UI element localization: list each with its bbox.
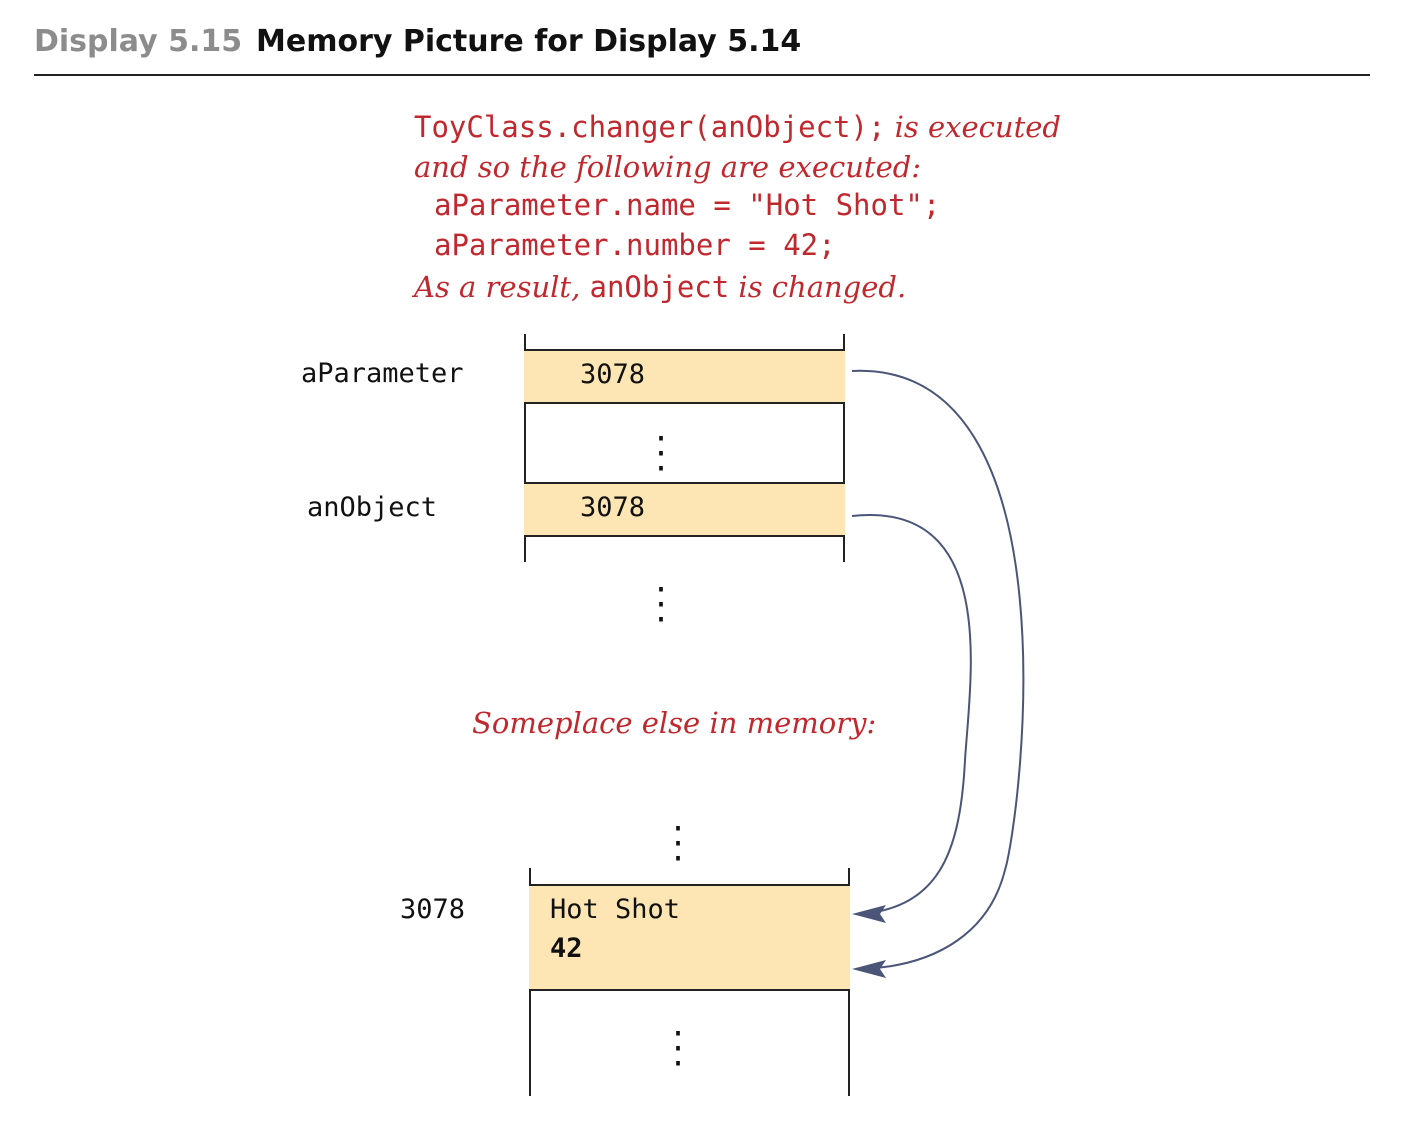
- caption-assign-number-code: aParameter.number = 42;: [434, 228, 836, 262]
- caption-changed-text: is changed.: [729, 270, 907, 304]
- anobject-value: 3078: [580, 492, 646, 523]
- aparameter-reference-arrow: [851, 369, 1025, 970]
- caption-line-2: and so the following are executed:: [414, 150, 922, 184]
- display-header: Display 5.15 Memory Picture for Display …: [34, 22, 1370, 76]
- arrowhead-icon: [852, 905, 886, 923]
- object-number-value: 42: [550, 933, 583, 964]
- aparameter-cell: 3078: [524, 349, 845, 404]
- caption-assign-name-code: aParameter.name = "Hot Shot";: [434, 188, 941, 222]
- caption-executed-text: is executed: [885, 110, 1061, 144]
- caption-line-5: As a result, anObject is changed.: [414, 270, 906, 305]
- object-address-label: 3078: [400, 894, 466, 925]
- display-title: Memory Picture for Display 5.14: [256, 24, 802, 59]
- aparameter-label: aParameter: [301, 358, 464, 389]
- aparameter-value: 3078: [580, 359, 646, 390]
- anobject-reference-arrow: [851, 514, 972, 915]
- elsewhere-caption: Someplace else in memory:: [472, 706, 877, 740]
- anobject-cell: 3078: [524, 482, 845, 537]
- object-name-value: Hot Shot: [550, 894, 681, 925]
- object-cell: Hot Shot 42: [529, 884, 850, 991]
- caption-call-code: ToyClass.changer(anObject);: [414, 110, 886, 144]
- arrowhead-icon: [852, 960, 886, 978]
- anobject-label: anObject: [307, 492, 438, 523]
- display-label: Display 5.15: [34, 24, 243, 59]
- caption-line-1: ToyClass.changer(anObject); is executed: [414, 110, 1061, 145]
- caption-result-text: As a result,: [414, 270, 590, 304]
- caption-anobject-code: anObject: [589, 270, 730, 304]
- memory-column-left-edge: [524, 334, 526, 562]
- memory-column-right-edge: [843, 334, 845, 562]
